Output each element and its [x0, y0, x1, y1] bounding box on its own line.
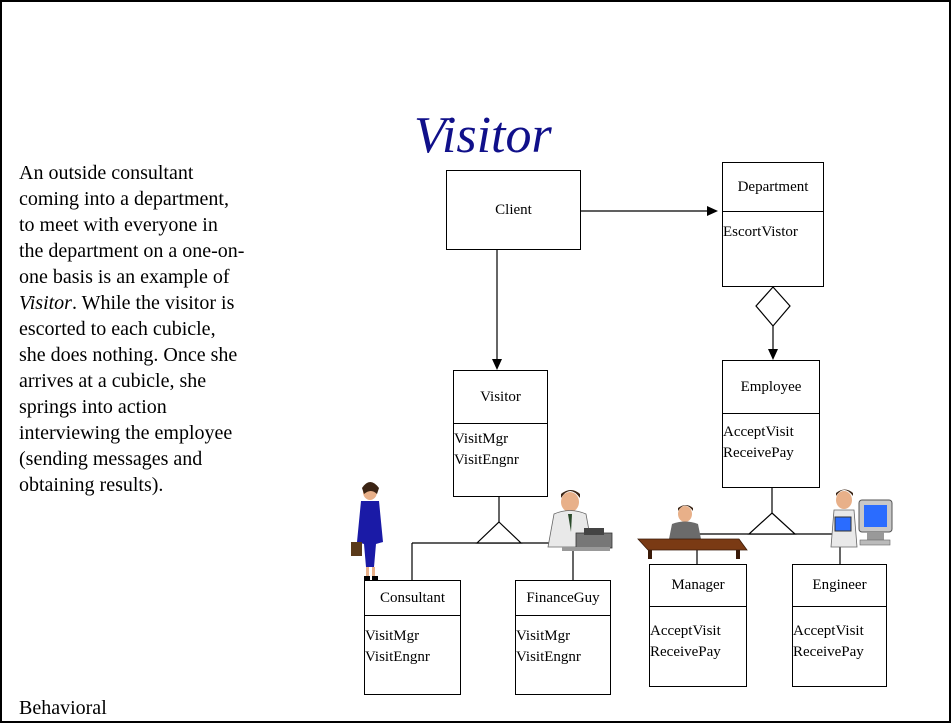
operation: VisitEngnr — [454, 452, 519, 468]
body-line: escorted to each cubicle, — [19, 318, 216, 340]
body-line: arrives at a cubicle, she — [19, 370, 207, 392]
body-line: (sending messages and — [19, 448, 203, 470]
operation: VisitEngnr — [516, 649, 581, 665]
body-line-rest: . While the visitor is — [71, 292, 235, 314]
arrowhead — [768, 349, 778, 360]
operation: AcceptVisit — [793, 623, 864, 639]
engineer-at-computer-clipart-icon — [830, 489, 893, 548]
employee-class-box: Employee AcceptVisit ReceivePay — [722, 360, 820, 488]
visitor-class-box: Visitor VisitMgr VisitEngnr — [453, 370, 548, 497]
visitor-operations: VisitMgr VisitEngnr — [454, 424, 547, 471]
visitor-class-name: Visitor — [454, 371, 547, 424]
body-line: springs into action — [19, 396, 167, 418]
employee-class-name: Employee — [723, 361, 819, 414]
consultant-class-box: Consultant VisitMgr VisitEngnr — [364, 580, 461, 695]
consultant-class-name: Consultant — [365, 581, 460, 616]
body-line: the department on a one-on- — [19, 240, 245, 262]
body-line: Visitor. While the visitor is — [19, 290, 349, 316]
businesswoman-clipart-icon — [351, 482, 383, 580]
operation: AcceptVisit — [723, 424, 794, 440]
financeguy-class-box: FinanceGuy VisitMgr VisitEngnr — [515, 580, 611, 695]
operation: ReceivePay — [650, 644, 721, 660]
category-footer: Behavioral — [19, 697, 107, 719]
operation: EscortVistor — [723, 224, 798, 240]
operation: AcceptVisit — [650, 623, 721, 639]
consultant-operations: VisitMgr VisitEngnr — [365, 616, 460, 668]
operation: ReceivePay — [723, 445, 794, 461]
operation: VisitMgr — [365, 628, 420, 644]
body-line: one basis is an example of — [19, 266, 230, 288]
manager-class-name: Manager — [650, 565, 746, 607]
slide-title: Visitor — [414, 107, 552, 164]
engineer-class-box: Engineer AcceptVisit ReceivePay — [792, 564, 887, 687]
client-class-name: Client — [495, 201, 532, 218]
engineer-class-name: Engineer — [793, 565, 886, 607]
financeguy-class-name: FinanceGuy — [516, 581, 610, 616]
arrowhead — [707, 206, 718, 216]
aggregation-diamond — [755, 286, 791, 327]
client-class-box: Client — [446, 170, 581, 250]
inheritance-triangle — [747, 512, 797, 535]
body-text: An outside consultant coming into a depa… — [19, 160, 349, 498]
operation: ReceivePay — [793, 644, 864, 660]
body-emphasis: Visitor — [19, 292, 72, 314]
operation: VisitMgr — [516, 628, 571, 644]
financeguy-operations: VisitMgr VisitEngnr — [516, 616, 610, 668]
body-line: coming into a department, — [19, 188, 229, 210]
body-line: obtaining results). — [19, 474, 164, 496]
man-at-desk-clipart-icon — [547, 490, 613, 551]
body-line: to meet with everyone in — [19, 214, 218, 236]
manager-at-desk-clipart-icon — [637, 505, 748, 559]
engineer-operations: AcceptVisit ReceivePay — [793, 607, 886, 663]
department-class-box: Department EscortVistor — [722, 162, 824, 287]
body-line: An outside consultant — [19, 162, 194, 184]
arrowhead — [492, 359, 502, 370]
inheritance-triangle — [475, 521, 523, 544]
operation: VisitEngnr — [365, 649, 430, 665]
employee-operations: AcceptVisit ReceivePay — [723, 414, 819, 464]
manager-operations: AcceptVisit ReceivePay — [650, 607, 746, 663]
department-class-name: Department — [723, 163, 823, 212]
body-line: interviewing the employee — [19, 422, 233, 444]
manager-class-box: Manager AcceptVisit ReceivePay — [649, 564, 747, 687]
operation: VisitMgr — [454, 431, 509, 447]
body-line: she does nothing. Once she — [19, 344, 238, 366]
department-operations: EscortVistor — [723, 212, 823, 243]
